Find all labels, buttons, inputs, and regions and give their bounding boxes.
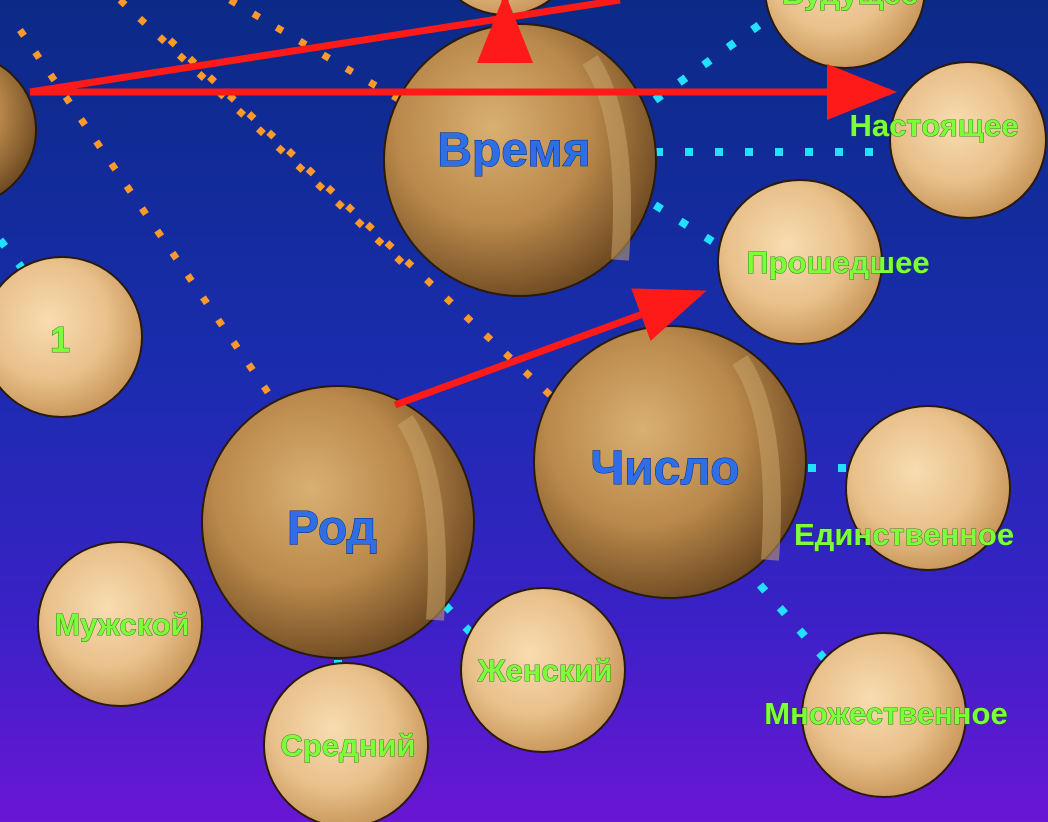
label-person: 1	[50, 319, 70, 360]
label-present: Настоящее	[850, 108, 1019, 143]
arrow-to-past	[393, 288, 707, 409]
planet-gender	[201, 385, 475, 659]
red-arrows	[29, 0, 897, 409]
label-masculine: Мужской	[54, 607, 189, 642]
label-time: Время	[437, 124, 591, 177]
cyan-connector	[652, 201, 721, 249]
label-plural: Множественное	[764, 696, 1007, 731]
planet-feminine	[460, 587, 626, 753]
planet-past	[717, 179, 883, 345]
planet-masculine	[37, 541, 203, 707]
cyan-connector	[652, 6, 783, 104]
planet-person	[0, 256, 143, 418]
label-singular: Единственное	[794, 517, 1014, 552]
label-future: Будущее	[782, 0, 918, 11]
label-gender: Род	[287, 502, 377, 555]
label-feminine: Женский	[477, 653, 613, 688]
planet-plural	[801, 632, 967, 798]
label-neuter: Средний	[280, 728, 415, 763]
cyan-connector	[0, 237, 26, 271]
planet-left-edge	[0, 64, 37, 196]
cyan-connector	[756, 582, 834, 668]
orange-connector	[167, 37, 553, 398]
orange-connector	[228, 0, 402, 104]
planet-singular	[845, 405, 1011, 571]
orange-connector	[17, 28, 283, 412]
label-number: Число	[590, 442, 739, 495]
planet-neuter	[263, 662, 429, 822]
label-past: Прошедшее	[746, 245, 929, 280]
orange-connector	[117, 0, 413, 273]
orange-dotted-connectors	[17, 0, 553, 412]
planet-present	[889, 61, 1047, 219]
cyan-connector	[442, 602, 473, 635]
